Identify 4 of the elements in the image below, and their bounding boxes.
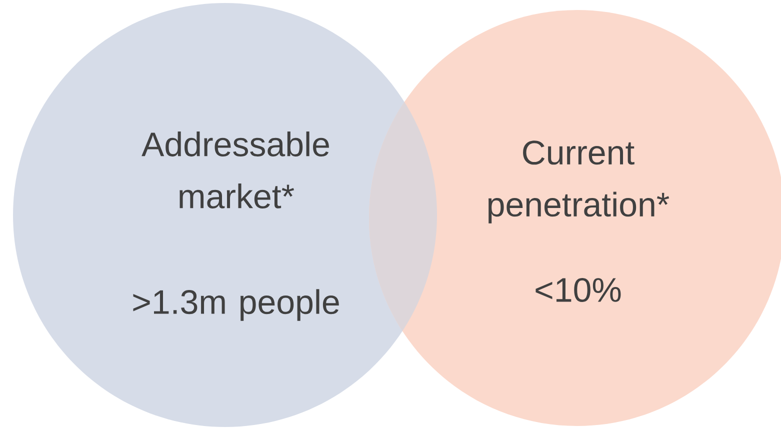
circle-value: <10% (536, 278, 621, 302)
circle-heading: Addressable market* (142, 132, 329, 208)
circle-value: >1.3m people (133, 289, 339, 321)
circle-heading: Current penetration* (488, 140, 670, 224)
